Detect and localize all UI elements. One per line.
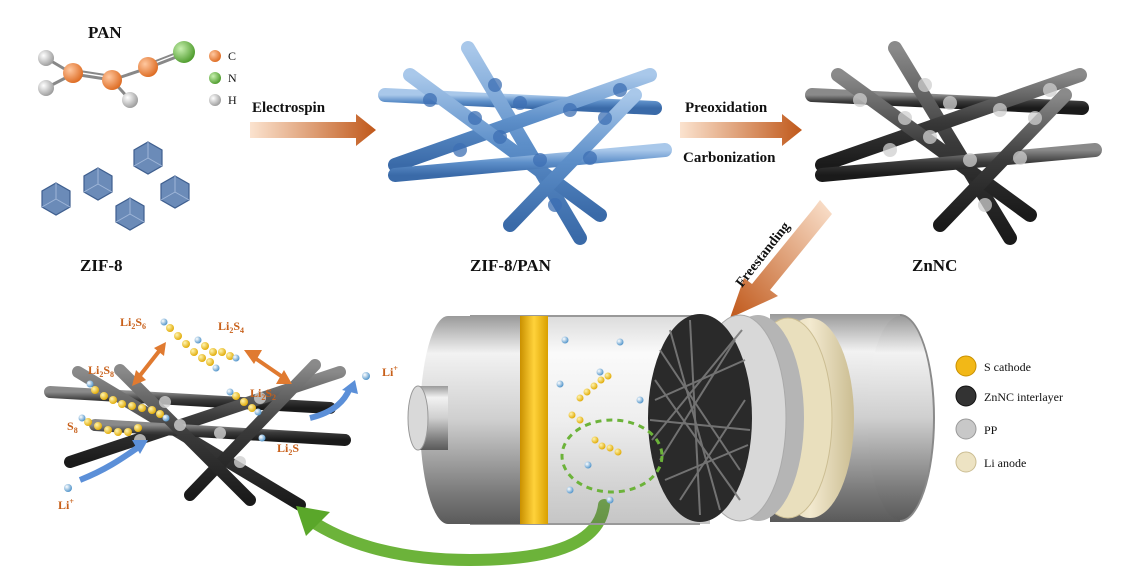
s8-label: S8 xyxy=(67,419,78,435)
c-atom xyxy=(138,57,158,77)
h-atom xyxy=(38,80,54,96)
legend-pp-label: PP xyxy=(984,423,998,437)
preoxidation-label: Preoxidation xyxy=(685,100,768,116)
znnc-fibers xyxy=(805,41,1102,245)
znnc-label: ZnNC xyxy=(912,256,957,275)
fiber xyxy=(503,88,642,232)
preoxidation-arrow: Preoxidation Carbonization xyxy=(680,100,802,166)
pan-label: PAN xyxy=(88,23,122,42)
component-legend: S cathode ZnNC interlayer PP Li anode xyxy=(955,355,1063,473)
li2s-label: Li2S xyxy=(277,441,299,457)
fiber xyxy=(403,68,607,222)
fiber xyxy=(815,143,1102,182)
li-plus-out-label: Li+ xyxy=(382,364,398,379)
zif8-label: ZIF-8 xyxy=(80,256,123,275)
legend-h-label: H xyxy=(228,93,237,107)
legend-znnc-swatch xyxy=(955,385,977,407)
li-plus-in-label: Li+ xyxy=(58,497,74,512)
li2s6-label: Li2S6 xyxy=(120,315,146,331)
fiber xyxy=(815,68,1087,172)
pan-molecule: PAN C N H xyxy=(38,23,237,108)
legend-s-cathode-swatch xyxy=(955,355,977,377)
zif8-pan-fibers xyxy=(378,41,672,245)
electrospin-arrow: Electrospin xyxy=(250,100,376,146)
legend-s-cathode-label: S cathode xyxy=(984,360,1031,374)
legend-n-label: N xyxy=(228,71,237,85)
legend-znnc-label: ZnNC interlayer xyxy=(984,390,1063,404)
battery-cell xyxy=(407,314,935,525)
li2s8-label: Li2S8 xyxy=(88,363,114,379)
legend-n-swatch xyxy=(209,72,221,84)
exchange-arrow xyxy=(250,354,286,380)
zif8-facets xyxy=(41,142,190,223)
li2s2-label: Li2S2 xyxy=(250,386,276,402)
n-atom xyxy=(173,41,195,63)
legend-pp-swatch xyxy=(955,418,977,440)
fiber xyxy=(388,143,672,182)
legend-c-label: C xyxy=(228,49,236,63)
li-in-arrow xyxy=(78,443,142,483)
li2s4-label: Li2S4 xyxy=(218,319,244,335)
fiber xyxy=(831,68,1037,222)
c-atom xyxy=(63,63,83,83)
legend-c-swatch xyxy=(209,50,221,62)
legend-li-anode-swatch xyxy=(955,451,977,473)
exchange-arrow xyxy=(136,348,162,380)
fiber xyxy=(388,68,657,172)
electrospin-label: Electrospin xyxy=(252,100,326,116)
s-cathode-ring xyxy=(520,316,548,524)
c-atom xyxy=(102,70,122,90)
legend-li-anode-label: Li anode xyxy=(984,456,1026,470)
zif8-pan-label: ZIF-8/PAN xyxy=(470,256,552,275)
h-atom xyxy=(122,92,138,108)
freestanding-arrow: Freestanding xyxy=(730,200,832,318)
legend-h-swatch xyxy=(209,94,221,106)
carbonization-label: Carbonization xyxy=(683,150,776,166)
fiber xyxy=(933,88,1072,232)
znnc-interlayer-disc xyxy=(648,314,752,522)
mechanism-illustration: Li2S6 Li2S4 Li2S8 Li2S2 S8 Li2S Li+ Li+ xyxy=(44,315,398,512)
zif8-crystals xyxy=(41,141,190,231)
h-atom xyxy=(38,50,54,66)
zoom-circle xyxy=(560,418,664,494)
magnify-arrow xyxy=(296,499,610,567)
